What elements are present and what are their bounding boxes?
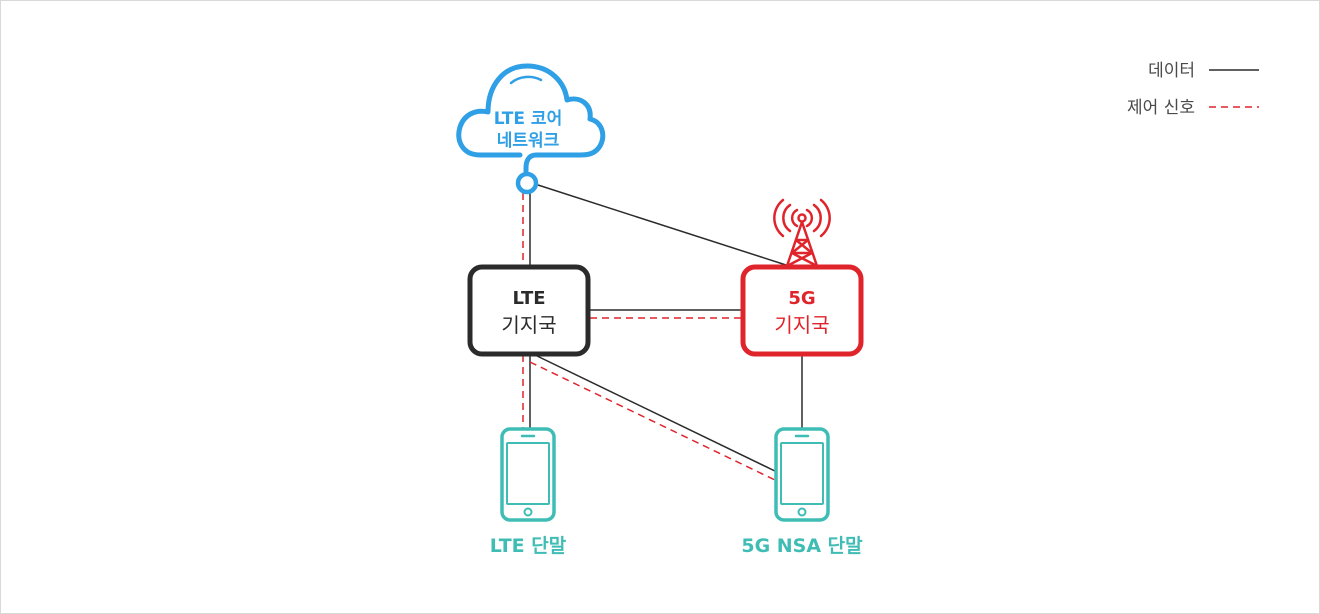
legend-data-label: 데이터 [1148, 61, 1195, 81]
core-network-label-line2: 네트워크 [497, 131, 560, 151]
nsa-device-label: 5G NSA 단말 [741, 535, 863, 557]
nr-station-label-line2: 기지국 [774, 313, 829, 337]
connections [522, 184, 803, 482]
cloud-icon [456, 63, 606, 175]
nr-station-box [740, 264, 864, 357]
data-line-core-5g [537, 184, 787, 266]
lte-station-box [467, 264, 591, 357]
smartphone-icon [500, 427, 556, 522]
lte-station-label-line2: 기지국 [501, 313, 556, 337]
lte-device-label: LTE 단말 [490, 535, 567, 557]
data-line-lte-nsa [534, 354, 778, 473]
control-line-lte-nsa [529, 361, 778, 482]
cloud-shine [509, 75, 543, 85]
smartphone-icon [774, 427, 830, 522]
core-network-node: LTE 코어 네트워크 [456, 63, 606, 195]
core-network-label-line1: LTE 코어 [494, 109, 562, 129]
nr-station-node: 5G 기지국 [740, 198, 864, 357]
legend: 데이터 제어 신호 [1127, 61, 1259, 118]
antenna-tower-icon [773, 198, 831, 268]
core-connector-circle [515, 171, 539, 195]
lte-device-node: LTE 단말 [490, 427, 567, 557]
lte-station-node: LTE 기지국 [467, 264, 591, 357]
nsa-device-node: 5G NSA 단말 [741, 427, 863, 557]
nr-station-label-line1: 5G [788, 288, 815, 309]
legend-control-label: 제어 신호 [1127, 98, 1195, 118]
lte-station-label-line1: LTE [512, 288, 545, 309]
